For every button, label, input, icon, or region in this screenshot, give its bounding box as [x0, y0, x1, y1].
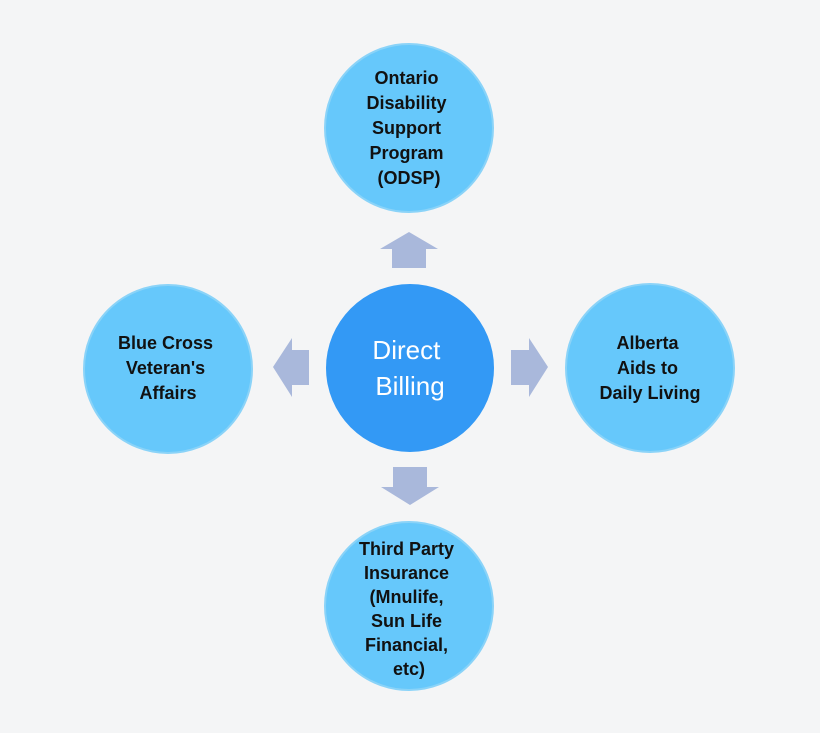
- node-top-line: Disability: [366, 93, 446, 113]
- node-top-line: Ontario: [374, 68, 438, 88]
- node-right-line: Daily Living: [599, 383, 700, 403]
- node-right-line: Alberta: [616, 333, 679, 353]
- node-bottom-line: Third Party: [359, 539, 454, 559]
- node-bottom-line: Sun Life: [371, 611, 442, 631]
- node-bottom: Third Party Insurance (Mnulife, Sun Life…: [324, 521, 494, 691]
- node-bottom-circle: [324, 521, 494, 691]
- node-left-line: Affairs: [139, 383, 196, 403]
- node-center-circle: [326, 284, 494, 452]
- node-bottom-line: Financial,: [365, 635, 448, 655]
- arrow-up-icon: [380, 232, 438, 268]
- node-left-label: Blue Cross Veteran's Affairs: [118, 333, 218, 403]
- node-left-line: Veteran's: [126, 358, 205, 378]
- node-top-line: Support: [372, 118, 441, 138]
- node-right-circle: [565, 283, 735, 453]
- node-top: Ontario Disability Support Program (ODSP…: [324, 43, 494, 213]
- node-left-line: Blue Cross: [118, 333, 213, 353]
- node-bottom-line: (Mnulife,: [369, 587, 443, 607]
- node-left: Blue Cross Veteran's Affairs: [83, 284, 253, 454]
- node-center-line: Direct: [372, 335, 441, 365]
- node-top-line: (ODSP): [378, 168, 441, 188]
- arrow-down-icon: [381, 467, 439, 505]
- node-right: Alberta Aids to Daily Living: [565, 283, 735, 453]
- node-center-line: Billing: [375, 371, 444, 401]
- node-top-line: Program: [369, 143, 443, 163]
- node-bottom-label: Third Party Insurance (Mnulife, Sun Life…: [359, 539, 459, 679]
- node-center: Direct Billing: [326, 284, 494, 452]
- node-right-label: Alberta Aids to Daily Living: [599, 333, 700, 403]
- node-left-circle: [83, 284, 253, 454]
- node-top-circle: [324, 43, 494, 213]
- node-bottom-line: etc): [393, 659, 425, 679]
- arrow-right-icon: [511, 338, 548, 397]
- node-center-label: Direct Billing: [372, 335, 447, 401]
- node-right-line: Aids to: [617, 358, 678, 378]
- node-bottom-line: Insurance: [364, 563, 449, 583]
- arrow-left-icon: [273, 338, 309, 397]
- node-top-label: Ontario Disability Support Program (ODSP…: [366, 68, 451, 188]
